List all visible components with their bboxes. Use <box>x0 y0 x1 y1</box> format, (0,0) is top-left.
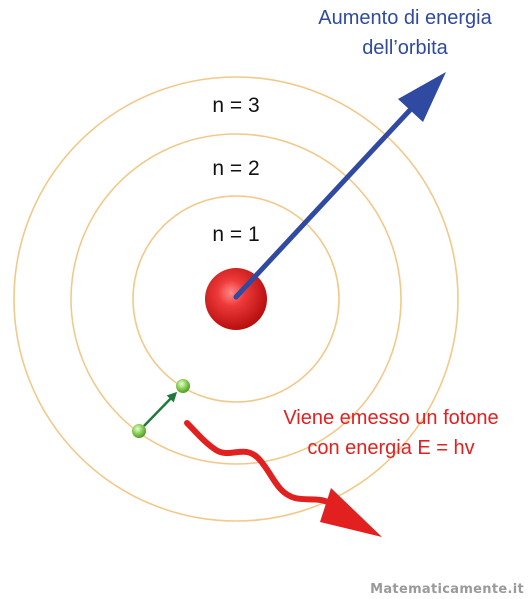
orbit-n3 <box>13 76 459 522</box>
orbit-label-n1: n = 1 <box>212 223 259 246</box>
orbit-label-n3: n = 3 <box>212 94 259 117</box>
electron-inner <box>176 379 190 393</box>
orbit-n2 <box>70 133 402 465</box>
photon-label-line1: Viene emesso un fotone <box>283 407 498 429</box>
transition-arrow <box>143 391 178 427</box>
energy-label-line1: Aumento di energia <box>318 7 492 29</box>
orbit-label-n2: n = 2 <box>212 157 259 180</box>
watermark: Matematicamente.it <box>370 582 524 597</box>
photon-label-line2: con energia E = hv <box>307 437 474 459</box>
orbit-n1 <box>132 195 340 403</box>
electron-outer <box>132 424 146 438</box>
photon-arrow <box>184 420 382 537</box>
electron-transition <box>132 379 190 438</box>
energy-arrow <box>233 72 446 300</box>
energy-label-line2: dell’orbita <box>362 37 448 59</box>
